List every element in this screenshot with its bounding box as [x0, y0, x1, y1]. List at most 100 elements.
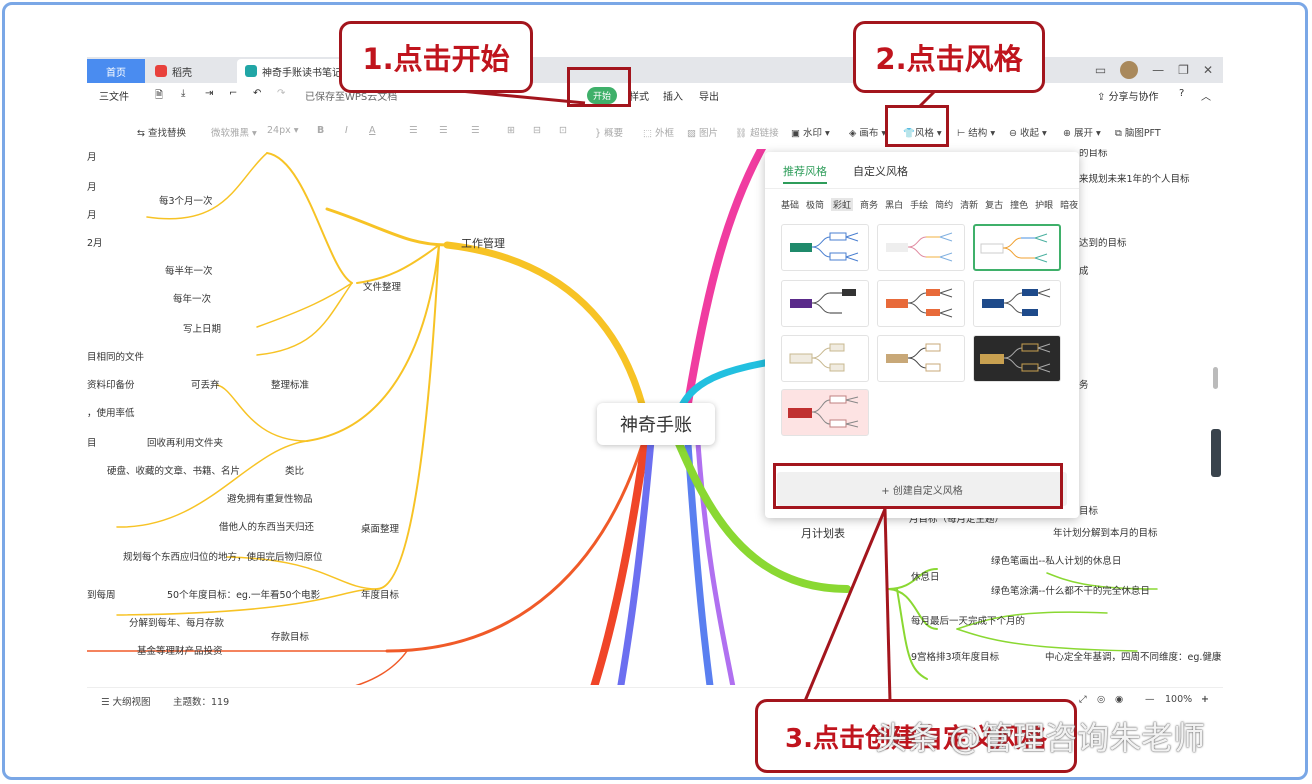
insert-child-icon[interactable]: ⊞: [507, 125, 515, 136]
category-contrast[interactable]: 撞色: [1010, 201, 1029, 211]
branch-monthly-plan[interactable]: 月计划表: [801, 527, 845, 540]
file-menu[interactable]: 三文件: [99, 92, 129, 103]
fit-icon[interactable]: ⤢: [1079, 694, 1087, 705]
style-thumbnail[interactable]: [877, 224, 965, 271]
style-thumbnail[interactable]: [781, 224, 869, 271]
leaf-node[interactable]: 中心定全年基调，四周不同维度：eg.健康: [1045, 652, 1222, 663]
minimize-icon[interactable]: —: [1152, 63, 1165, 77]
leaf-node[interactable]: 目相同的文件: [87, 352, 145, 363]
leaf-node[interactable]: 来规划未来1年的个人目标: [1079, 174, 1190, 185]
leaf-node[interactable]: 绿色笔涂满--什么都不干的完全休息日: [991, 586, 1150, 597]
leaf-node[interactable]: 成: [1079, 266, 1089, 277]
align-left-icon[interactable]: ☰: [409, 125, 418, 136]
branch-desk-organize[interactable]: 桌面整理: [361, 524, 400, 535]
undo-icon[interactable]: ↶: [253, 88, 262, 99]
tab-custom-style[interactable]: 自定义风格: [853, 165, 908, 178]
category-basic[interactable]: 基础: [781, 201, 800, 211]
leaf-node[interactable]: 分解到每年、每月存款: [129, 618, 225, 629]
leaf-node[interactable]: 基金等理财产品投资: [137, 646, 223, 657]
tab-recommended-style[interactable]: 推荐风格: [783, 165, 827, 178]
leaf-node[interactable]: 每半年一次: [165, 266, 213, 277]
download-icon[interactable]: ⤓: [181, 88, 186, 99]
leaf-node[interactable]: 年计划分解到本月的目标: [1053, 528, 1158, 539]
summary-button[interactable]: } 概要: [595, 125, 623, 139]
export-tab[interactable]: 导出: [699, 92, 719, 103]
category-minimal[interactable]: 极简: [806, 201, 825, 211]
export-icon[interactable]: ⇥: [205, 88, 214, 99]
font-size-select[interactable]: 24px ▾: [267, 125, 299, 136]
leaf-node[interactable]: 类比: [285, 466, 305, 477]
leaf-node[interactable]: 到每周: [87, 590, 116, 601]
italic-button[interactable]: I: [345, 125, 348, 136]
style-thumbnail[interactable]: [781, 335, 869, 382]
leaf-node[interactable]: 休息日: [911, 572, 940, 583]
category-simple[interactable]: 简约: [935, 201, 954, 211]
structure-button[interactable]: ⊢ 结构 ▾: [957, 128, 996, 139]
category-retro[interactable]: 复古: [985, 201, 1004, 211]
leaf-node[interactable]: 回收再利用文件夹: [147, 438, 224, 449]
font-select[interactable]: 微软雅黑 ▾: [211, 128, 257, 139]
insert-parent-icon[interactable]: ⊡: [559, 125, 567, 136]
branch-annual-goal[interactable]: 年度目标: [361, 590, 400, 601]
leaf-node[interactable]: ，使用率低: [87, 408, 135, 419]
watermark-button[interactable]: ▣ 水印 ▾: [791, 128, 830, 139]
branch-organize-standard[interactable]: 整理标准: [271, 380, 310, 391]
branch-file-organize[interactable]: 文件整理: [363, 282, 402, 293]
leaf-node[interactable]: 9宫格排3项年度目标: [911, 652, 1000, 663]
branch-work-management[interactable]: 工作管理: [461, 237, 505, 250]
style-thumbnail[interactable]: [781, 389, 869, 436]
leaf-node[interactable]: 借他人的东西当天归还: [219, 522, 315, 533]
side-widget[interactable]: [1211, 429, 1221, 477]
style-thumbnail[interactable]: [973, 280, 1061, 327]
bold-button[interactable]: B: [317, 125, 325, 136]
help-icon[interactable]: ?: [1179, 88, 1185, 99]
category-black-white[interactable]: 黑白: [885, 201, 904, 211]
align-center-icon[interactable]: ☰: [439, 125, 448, 136]
category-eye-care[interactable]: 护眼: [1035, 201, 1054, 211]
redo-icon[interactable]: ↷: [277, 88, 286, 99]
leaf-node[interactable]: 目: [87, 438, 97, 449]
export-pdf-button[interactable]: ⧉ 脑图PFT: [1115, 125, 1161, 139]
leaf-node[interactable]: 50个年度目标：eg.一年看50个电影: [167, 590, 321, 601]
style-thumbnail[interactable]: [781, 280, 869, 327]
outline-view-button[interactable]: ☰ 大纲视图: [101, 694, 151, 708]
leaf-node[interactable]: 务: [1079, 380, 1089, 391]
insert-sibling-icon[interactable]: ⊟: [533, 125, 541, 136]
style-thumbnail[interactable]: [973, 335, 1061, 382]
leaf-node[interactable]: 资料印备份: [87, 380, 135, 391]
leaf-node[interactable]: 绿色笔画出--私人计划的休息日: [991, 556, 1122, 567]
category-business[interactable]: 商务: [860, 201, 879, 211]
leaf-node[interactable]: 2月: [87, 238, 103, 249]
leaf-node[interactable]: 月: [87, 182, 97, 193]
leaf-node[interactable]: 目标: [1079, 506, 1099, 517]
leaf-node[interactable]: 达到的目标: [1079, 238, 1127, 249]
leaf-node[interactable]: 规划每个东西应归位的地方，使用完后物归原位: [123, 552, 323, 563]
style-thumbnail[interactable]: [877, 280, 965, 327]
border-button[interactable]: ⬚ 外框: [643, 125, 674, 139]
insert-tab[interactable]: 插入: [663, 92, 683, 103]
category-hand-drawn[interactable]: 手绘: [910, 201, 929, 211]
leaf-node[interactable]: 可丢弃: [191, 380, 220, 391]
create-custom-style-button[interactable]: + 创建自定义风格: [777, 472, 1067, 506]
zoom-out-button[interactable]: —: [1145, 694, 1155, 705]
category-rainbow[interactable]: 彩虹: [831, 198, 854, 211]
central-topic[interactable]: 神奇手账: [597, 403, 715, 445]
category-dark[interactable]: 暗夜: [1060, 201, 1079, 211]
layout-icon[interactable]: ▭: [1094, 63, 1107, 77]
leaf-node[interactable]: 硬盘、收藏的文章、书籍、名片: [107, 466, 241, 477]
category-fresh[interactable]: 清新: [960, 201, 979, 211]
style-thumbnail[interactable]: [877, 335, 965, 382]
restore-icon[interactable]: ❐: [1178, 63, 1189, 77]
find-replace-button[interactable]: ⇆ 查找替换: [137, 125, 186, 139]
start-tab[interactable]: 开始: [587, 87, 617, 104]
vertical-scrollbar[interactable]: [1213, 367, 1218, 389]
leaf-node[interactable]: 月目标（每月定主题）: [909, 514, 1005, 525]
close-window-icon[interactable]: ✕: [1202, 63, 1213, 77]
leaf-node[interactable]: 每月最后一天完成下个月的: [911, 616, 1026, 627]
style-tab[interactable]: 样式: [629, 92, 649, 103]
zoom-in-button[interactable]: +: [1201, 694, 1209, 705]
style-thumbnail-selected[interactable]: [973, 224, 1061, 271]
style-button[interactable]: 👕风格 ▾: [903, 128, 942, 139]
leaf-node[interactable]: 写上日期: [183, 324, 222, 335]
chevron-up-icon[interactable]: ︿: [1201, 92, 1211, 103]
